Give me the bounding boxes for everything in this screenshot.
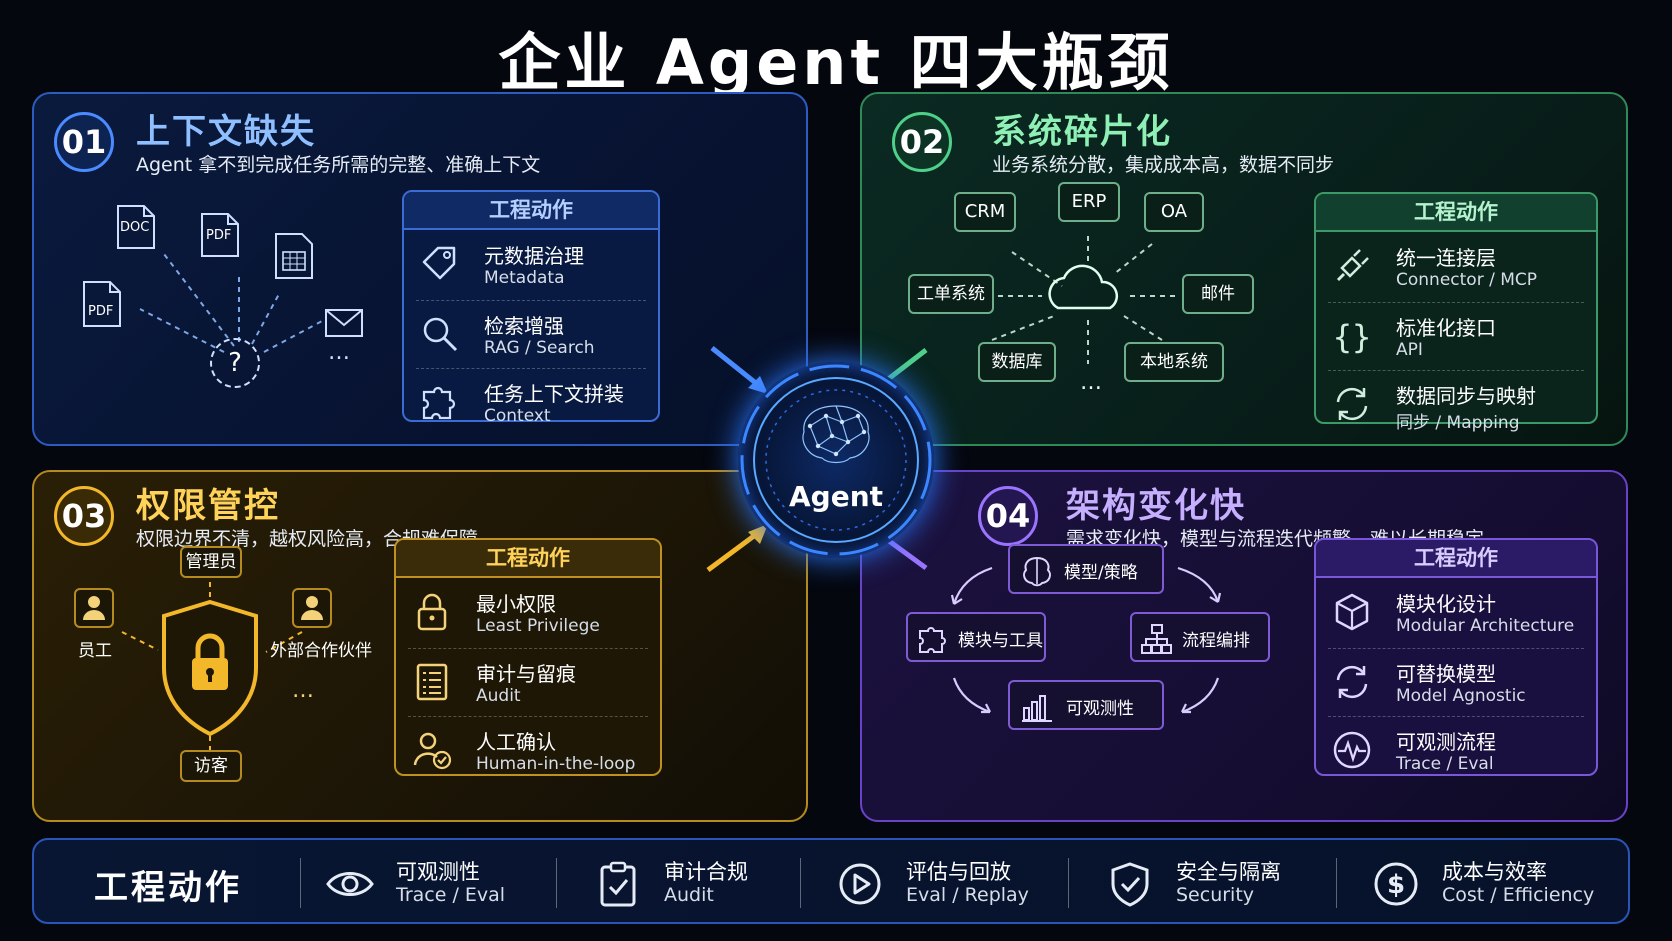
svg-text:{}: {} [1333,318,1372,356]
brain-network-icon [802,405,870,464]
agent-label: Agent [788,480,884,513]
actions-box: 工程动作 模块化设计 Modular Architecture 可替换模型 Mo… [1314,538,1598,776]
question-icon: ? [210,338,260,388]
action-sync: 数据同步与映射 同步 / Mapping [1316,372,1596,438]
panel-number: 03 [54,486,114,546]
action-model-agnostic: 可替换模型 Model Agnostic [1316,650,1596,716]
pdf-file-icon: PDF [200,212,240,258]
shield-check-icon [1111,862,1149,907]
agent-core: Agent [738,362,934,558]
action-context: 任务上下文拼装 Context [404,370,658,436]
role-employee: 员工 [78,641,112,661]
action-api: {} 标准化接口 API [1316,304,1596,370]
system-chip-email: 邮件 [1182,274,1254,314]
puzzle-icon [422,386,456,420]
cloud-icon [1048,264,1119,310]
node-observability: 可观测性 [1008,680,1164,730]
actions-heading: 工程动作 [1316,540,1596,578]
role-visitor: 访客 [180,750,242,782]
bottom-title: 工程动作 [94,868,242,908]
page-title: 企业 Agent 四大瓶颈 [498,26,1174,99]
actions-heading: 工程动作 [396,540,660,578]
panel-title: 系统碎片化 [992,112,1172,152]
actions-box: 工程动作 最小权限 Least Privilege 审计与留痕 Audit 人工… [394,538,662,776]
panel-number: 02 [892,112,952,172]
actions-heading: 工程动作 [1316,194,1596,232]
action-trace-eval: 可观测流程 Trace / Eval [1316,718,1596,784]
user-icon [74,588,114,628]
system-chip-local: 本地系统 [1124,342,1224,382]
panel-number: 04 [978,486,1038,546]
user-icon [292,588,332,628]
bottom-actions-bar: 工程动作 可观测性 Trace / Eval 审计合规 Audit 评估与回放 … [32,838,1630,924]
dollar-icon: $ [1374,862,1418,906]
action-audit: 审计与留痕 Audit [396,650,660,716]
panel-permission-control: 03 权限管控 权限边界不清，越权风险高，合规难保障 管理员 员工 外部合作伙伴… [32,470,808,822]
system-chip-oa: OA [1144,192,1204,232]
panel-system-fragmentation: 02 系统碎片化 业务系统分散，集成成本高，数据不同步 CRM ERP OA 工… [860,92,1628,446]
action-connector: 统一连接层 Connector / MCP [1316,234,1596,300]
panel-context-missing: 01 上下文缺失 Agent 拿不到完成任务所需的完整、准确上下文 DOC PD… [32,92,808,446]
pulse-icon [1333,731,1371,769]
agent-rings [740,364,932,556]
mail-icon [324,308,364,338]
action-metadata: 元数据治理 Metadata [404,232,658,298]
svg-text:$: $ [1387,870,1405,900]
role-admin: 管理员 [180,546,242,578]
user-check-icon [413,732,452,770]
action-rag: 检索增强 RAG / Search [404,302,658,368]
panel-subtitle: 业务系统分散，集成成本高，数据不同步 [992,154,1335,176]
play-icon [839,863,881,905]
system-chip-crm: CRM [954,192,1016,232]
bar-chart-icon [1022,695,1052,722]
pdf-file-icon: PDF [82,280,122,328]
scattered-docs-diagram [139,253,325,353]
swap-icon [1336,665,1368,699]
panel-subtitle: Agent 拿不到完成任务所需的完整、准确上下文 [136,154,541,176]
panel-title: 权限管控 [136,486,280,526]
panel-architecture-change: 04 架构变化快 需求变化快，模型与流程迭代频繁，难以长期稳定 模型/策略 模块… [860,470,1628,822]
doc-file-icon: DOC [116,204,156,250]
system-links-diagram [948,236,1180,364]
lock-icon [417,593,447,631]
node-modules-tools: 模块与工具 [906,612,1046,662]
search-icon [423,317,458,352]
checklist-icon [416,663,448,701]
hierarchy-icon [1141,624,1172,654]
role-partner: 外部合作伙伴 [270,641,372,661]
plug-icon [1336,249,1369,282]
more-ellipsis: … [292,678,314,703]
panel-subtitle: 权限边界不清，越权风险高，合规难保障 [136,528,479,550]
clipboard-check-icon [600,861,636,907]
node-workflow: 流程编排 [1130,612,1270,662]
action-human-in-loop: 人工确认 Human-in-the-loop [396,718,660,784]
permission-shield-diagram [121,582,303,750]
actions-box: 工程动作 元数据治理 Metadata 检索增强 RAG / Search 任务… [402,190,660,426]
action-least-privilege: 最小权限 Least Privilege [396,580,660,646]
tag-icon [422,246,456,280]
more-ellipsis: … [328,340,350,365]
architecture-cycle-diagram [950,566,1222,714]
more-ellipsis: … [1080,370,1102,395]
node-model-strategy: 模型/策略 [1008,544,1164,594]
system-chip-erp: ERP [1058,182,1120,222]
spreadsheet-file-icon [274,232,314,280]
panel-title: 架构变化快 [1066,486,1246,526]
panel-title: 上下文缺失 [136,112,316,152]
action-modular: 模块化设计 Modular Architecture [1316,580,1596,646]
actions-box: 工程动作 统一连接层 Connector / MCP {} 标准化接口 API … [1314,192,1598,433]
system-chip-ticket: 工单系统 [908,274,994,314]
eye-icon [326,872,374,896]
braces-icon: {} [1333,318,1372,356]
system-chip-database: 数据库 [978,342,1056,382]
cube-icon [1335,593,1369,631]
puzzle-icon [919,627,946,653]
brain-icon [1023,556,1051,587]
actions-heading: 工程动作 [404,192,658,230]
sync-icon [1336,387,1368,421]
panel-number: 01 [54,112,114,172]
